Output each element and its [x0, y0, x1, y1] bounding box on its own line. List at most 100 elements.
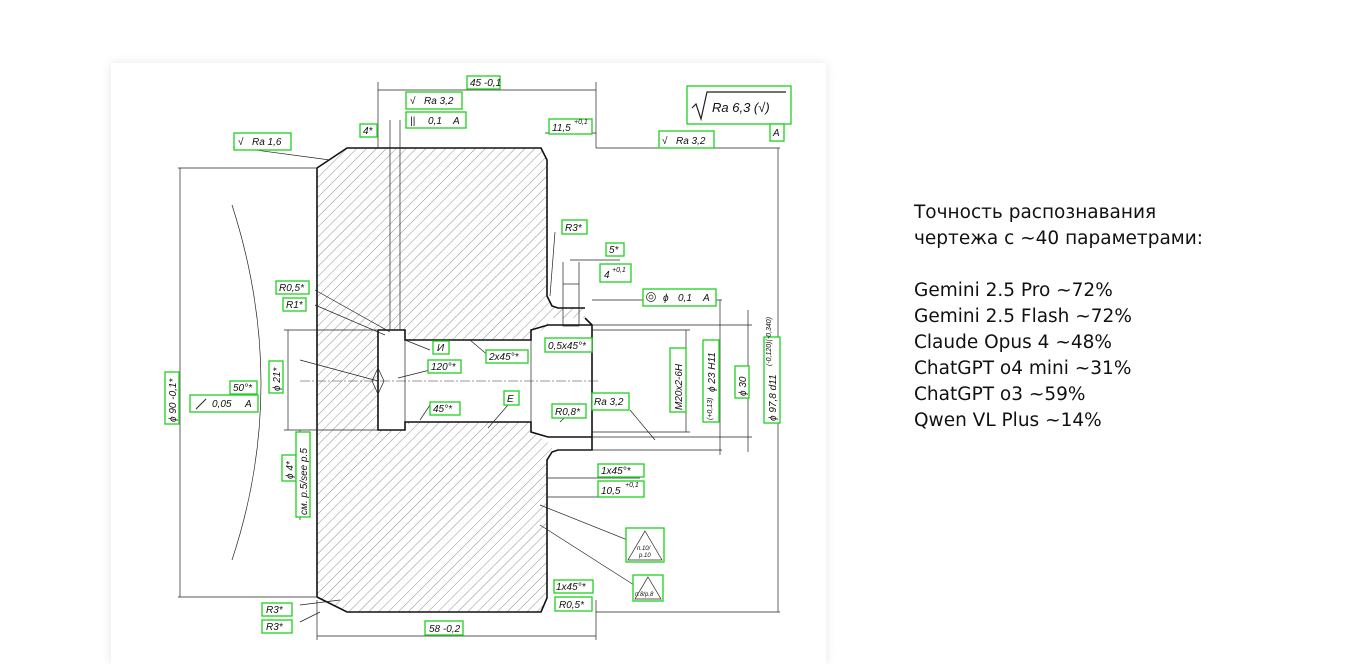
- chamfer-0-5x45: 0,5x45°*: [544, 337, 593, 353]
- ra-3-2-top: √ Ra 3,2: [405, 91, 463, 110]
- results-heading: Точность распознавания чертежа с ~40 пар…: [914, 200, 1334, 252]
- svg-text:45 -0,1: 45 -0,1: [470, 78, 501, 89]
- svg-text:(+0,13): (+0,13): [707, 398, 714, 420]
- svg-text:R3*: R3*: [565, 223, 583, 234]
- svg-text:120°*: 120°*: [431, 362, 457, 373]
- svg-text:√: √: [410, 95, 416, 107]
- ra-3-2-mid: Ra 3,2: [591, 392, 630, 411]
- r3-a: R3*: [561, 219, 588, 235]
- svg-text:4*: 4*: [363, 126, 374, 137]
- note-p10-triangle: п.10/ p.10: [625, 527, 665, 563]
- result-row: Gemini 2.5 Pro ~72%: [914, 280, 1113, 301]
- svg-text:5*: 5*: [609, 245, 620, 256]
- svg-text:Ra 1,6: Ra 1,6: [252, 137, 282, 148]
- dim-phi-90: ϕ 90 -0,1*: [164, 371, 180, 425]
- svg-text:√: √: [662, 135, 668, 147]
- svg-text:ϕ: ϕ: [663, 293, 669, 304]
- svg-text:0,1: 0,1: [428, 116, 442, 127]
- result-row: Claude Opus 4 ~48%: [914, 332, 1112, 353]
- svg-text:ϕ 90 -0,1*: ϕ 90 -0,1*: [168, 378, 179, 422]
- svg-text:2x45°*: 2x45°*: [488, 352, 520, 363]
- result-row: ChatGPT o4 mini ~31%: [914, 358, 1132, 379]
- svg-text:R0,5*: R0,5*: [279, 283, 305, 294]
- svg-text:(-0,120)(-0,340): (-0,120)(-0,340): [766, 317, 773, 366]
- svg-text:см. p.5/see p.5: см. p.5/see p.5: [299, 448, 310, 515]
- dimension-labels: 45 -0,1 √ Ra 3,2 || 0,1 A 4* 11,5 +0,1 R…: [164, 75, 792, 636]
- svg-text:p.10: p.10: [638, 553, 651, 559]
- svg-text:R3*: R3*: [266, 622, 284, 633]
- r1: R1*: [282, 297, 307, 312]
- svg-text:0,05: 0,05: [212, 399, 232, 410]
- svg-text:+0,1: +0,1: [612, 267, 626, 274]
- dim-45: 45 -0,1: [466, 75, 501, 90]
- svg-text:ϕ 30: ϕ 30: [738, 376, 749, 396]
- dim-10-5: 10,5 +0,1: [597, 480, 645, 498]
- r0-5-b: R0,5*: [554, 596, 593, 612]
- r3-b: R3*: [261, 602, 293, 617]
- angle-45: 45°*: [429, 401, 461, 416]
- note-p8-triangle: п.8/p.8: [632, 574, 664, 602]
- svg-text:√: √: [238, 136, 244, 148]
- svg-text:R3*: R3*: [266, 605, 284, 616]
- svg-text:Ra 3,2: Ra 3,2: [424, 96, 454, 107]
- svg-text:||: ||: [410, 116, 415, 127]
- svg-text:0,5x45°*: 0,5x45°*: [548, 341, 587, 352]
- concentricity-frame: ϕ 0,1 A: [642, 288, 717, 307]
- svg-text:58 -0,2: 58 -0,2: [429, 624, 461, 635]
- construction-lines: [178, 82, 780, 640]
- drawing-sheet: 45 -0,1 √ Ra 3,2 || 0,1 A 4* 11,5 +0,1 R…: [111, 63, 826, 664]
- svg-text:R0,8*: R0,8*: [555, 407, 581, 418]
- dim-phi-23: ϕ 23 H11 (+0,13): [702, 339, 720, 423]
- svg-text:+0,1: +0,1: [625, 482, 639, 489]
- dim-phi-30: ϕ 30: [734, 365, 750, 399]
- svg-text:0,1: 0,1: [678, 293, 692, 304]
- svg-text:ϕ 21*: ϕ 21*: [272, 367, 283, 391]
- svg-text:45°*: 45°*: [433, 404, 453, 415]
- svg-text:A: A: [772, 128, 780, 139]
- svg-text:1x45°*: 1x45°*: [556, 582, 587, 593]
- svg-text:A: A: [702, 293, 710, 304]
- svg-text:11,5: 11,5: [552, 123, 571, 134]
- svg-text:M20x2-6H: M20x2-6H: [674, 363, 685, 410]
- svg-text:10,5: 10,5: [601, 486, 621, 497]
- result-row: Gemini 2.5 Flash ~72%: [914, 306, 1132, 327]
- note-see-p5: см. p.5/see p.5: [295, 431, 311, 518]
- result-row: Qwen VL Plus ~14%: [914, 410, 1102, 431]
- svg-text:п.10/: п.10/: [637, 546, 652, 552]
- heading-line-2: чертежа с ~40 параметрами:: [914, 228, 1203, 249]
- svg-text:+0,1: +0,1: [574, 119, 588, 126]
- svg-text:A: A: [452, 116, 460, 127]
- r0-5-a: R0,5*: [275, 280, 310, 295]
- dim-11-5: 11,5 +0,1: [548, 118, 593, 135]
- svg-text:ϕ 97,8 d11: ϕ 97,8 d11: [768, 374, 779, 421]
- svg-text:Ra 3,2: Ra 3,2: [594, 397, 624, 408]
- part-section: [316, 147, 593, 613]
- dim-4: 4*: [359, 123, 378, 138]
- dim-5: 5*: [605, 242, 625, 257]
- svg-text:п.8/p.8: п.8/p.8: [635, 592, 654, 598]
- svg-text:4: 4: [604, 270, 610, 281]
- chamfer-1x45-a: 1x45°*: [597, 463, 645, 478]
- svg-text:E: E: [507, 394, 514, 405]
- angle-50: 50°*: [229, 380, 258, 395]
- thread-m20: M20x2-6H: [669, 347, 687, 413]
- r3-c: R3*: [261, 619, 293, 634]
- svg-text:Ra 3,2: Ra 3,2: [676, 136, 706, 147]
- svg-text:R1*: R1*: [286, 300, 304, 311]
- dim-4-b: 4 +0,1: [599, 263, 632, 283]
- svg-text:50°*: 50°*: [233, 383, 253, 394]
- svg-text:ϕ 23 H11: ϕ 23 H11: [707, 352, 718, 392]
- results-panel: Точность распознавания чертежа с ~40 пар…: [914, 200, 1334, 434]
- ra-3-2-right: √ Ra 3,2: [658, 130, 715, 149]
- datum-a: A: [769, 123, 785, 142]
- mark-e: E: [503, 390, 520, 406]
- svg-text:Ra 6,3 (√): Ra 6,3 (√): [712, 100, 770, 115]
- ra-1-6: √ Ra 1,6: [233, 132, 292, 151]
- parallelism-frame: || 0,1 A: [405, 111, 467, 129]
- svg-text:ϕ 4*: ϕ 4*: [285, 460, 296, 479]
- dim-phi-21: ϕ 21*: [268, 360, 284, 394]
- chamfer-2x45: 2x45°*: [485, 349, 529, 364]
- dim-phi-97-8: ϕ 97,8 d11 (-0,120)(-0,340): [763, 317, 781, 424]
- dim-58: 58 -0,2: [424, 620, 464, 636]
- svg-text:R0,5*: R0,5*: [559, 600, 585, 611]
